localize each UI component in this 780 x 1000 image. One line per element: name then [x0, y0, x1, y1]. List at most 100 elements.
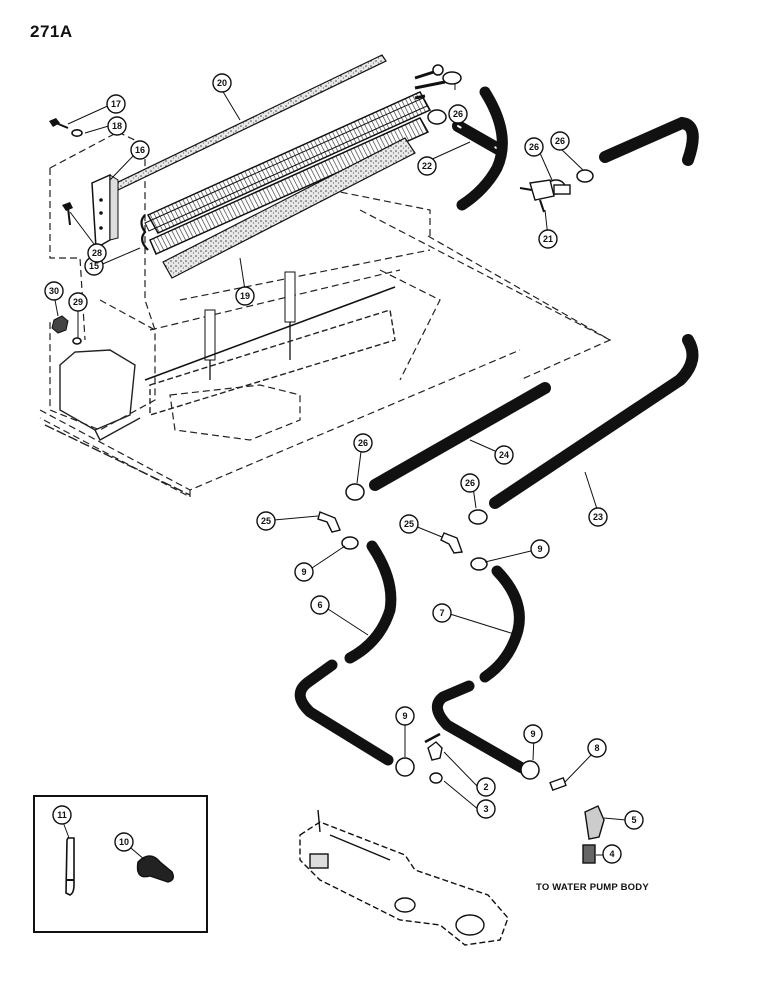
callout-circle — [399, 514, 419, 534]
callout-label: 9 — [537, 544, 542, 554]
callout-label: 15 — [89, 261, 99, 271]
callout-28: 28 — [87, 243, 107, 263]
callout-label: 16 — [135, 145, 145, 155]
callout-label: 4 — [609, 849, 614, 859]
callout-25: 25 — [256, 511, 276, 531]
hose-clip — [136, 855, 175, 883]
callout-26: 26 — [524, 137, 544, 157]
callout-20: 20 — [212, 73, 232, 93]
callout-26: 26 — [550, 131, 570, 151]
hose-clamps-top — [427, 71, 594, 195]
callout-label: 10 — [119, 837, 129, 847]
callout-label: 26 — [453, 109, 463, 119]
callout-circle — [476, 799, 496, 819]
callout-circle — [294, 562, 314, 582]
callout-18: 18 — [107, 116, 127, 136]
callout-9: 9 — [530, 539, 550, 559]
callout-label: 6 — [317, 600, 322, 610]
callout-label: 9 — [301, 567, 306, 577]
callout-label: 26 — [529, 142, 539, 152]
callout-16: 16 — [130, 140, 150, 160]
background-frame — [39, 131, 612, 498]
callout-19: 19 — [235, 286, 255, 306]
callout-label: 7 — [439, 608, 444, 618]
callout-label: 19 — [240, 291, 250, 301]
callout-circle — [476, 777, 496, 797]
callout-label: 26 — [555, 136, 565, 146]
cooler-core — [146, 91, 432, 234]
callout-circle — [587, 738, 607, 758]
callout-label: 2 — [483, 782, 488, 792]
callout-24: 24 — [494, 445, 514, 465]
callout-circle — [432, 603, 452, 623]
bottom-seal-strip — [162, 137, 416, 279]
callout-9: 9 — [294, 562, 314, 582]
callout-label: 18 — [112, 121, 122, 131]
water-manifold — [299, 809, 509, 946]
callout-label: 29 — [73, 297, 83, 307]
callout-9: 9 — [523, 724, 543, 744]
callout-6: 6 — [310, 595, 330, 615]
callout-circle — [602, 844, 622, 864]
oil-cooler-assembly — [49, 54, 446, 381]
callout-4: 4 — [602, 844, 622, 864]
callout-11: 11 — [52, 805, 72, 825]
callout-circle — [417, 156, 437, 176]
callout-circle — [530, 539, 550, 559]
callout-5: 5 — [624, 810, 644, 830]
callout-circle — [395, 706, 415, 726]
callout-label: 24 — [499, 450, 509, 460]
callout-label: 9 — [402, 711, 407, 721]
callout-26: 26 — [353, 433, 373, 453]
callout-10: 10 — [114, 832, 134, 852]
callout-label: 8 — [594, 743, 599, 753]
callout-label: 25 — [261, 516, 271, 526]
callout-circle — [235, 286, 255, 306]
callout-26: 26 — [448, 104, 468, 124]
callout-30: 30 — [44, 281, 64, 301]
callout-7: 7 — [432, 603, 452, 623]
callout-circle — [538, 229, 558, 249]
callout-label: 26 — [358, 438, 368, 448]
callout-21: 21 — [538, 229, 558, 249]
drain-valve — [519, 179, 571, 213]
callout-25: 25 — [399, 514, 419, 534]
callout-2: 2 — [476, 777, 496, 797]
callout-label: 22 — [422, 161, 432, 171]
callout-circle — [107, 116, 127, 136]
callout-label: 11 — [57, 810, 67, 820]
callout-23: 23 — [588, 507, 608, 527]
callout-8: 8 — [587, 738, 607, 758]
washer — [71, 129, 83, 138]
callout-label: 20 — [217, 78, 227, 88]
hoses — [294, 86, 699, 774]
callout-label: 21 — [543, 234, 553, 244]
callout-circle — [624, 810, 644, 830]
engine-block — [44, 305, 396, 496]
leader-lines — [54, 84, 627, 861]
callout-17: 17 — [106, 94, 126, 114]
bolt — [49, 118, 69, 129]
callout-circle — [588, 507, 608, 527]
strap-clip — [65, 837, 75, 896]
callout-label: 5 — [631, 815, 636, 825]
callout-3: 3 — [476, 799, 496, 819]
callout-circle — [256, 511, 276, 531]
callout-26: 26 — [460, 473, 480, 493]
inset-box — [33, 795, 208, 933]
callout-circle — [310, 595, 330, 615]
callout-label: 28 — [92, 248, 102, 258]
callout-label: 30 — [49, 286, 59, 296]
callout-22: 22 — [417, 156, 437, 176]
callout-circle — [523, 724, 543, 744]
screw — [62, 202, 73, 226]
callout-label: 25 — [404, 519, 414, 529]
callout-circle — [448, 104, 468, 124]
callout-circle — [68, 292, 88, 312]
callout-circle — [44, 281, 64, 301]
callout-circle — [52, 805, 72, 825]
elbow-fittings — [317, 511, 463, 554]
